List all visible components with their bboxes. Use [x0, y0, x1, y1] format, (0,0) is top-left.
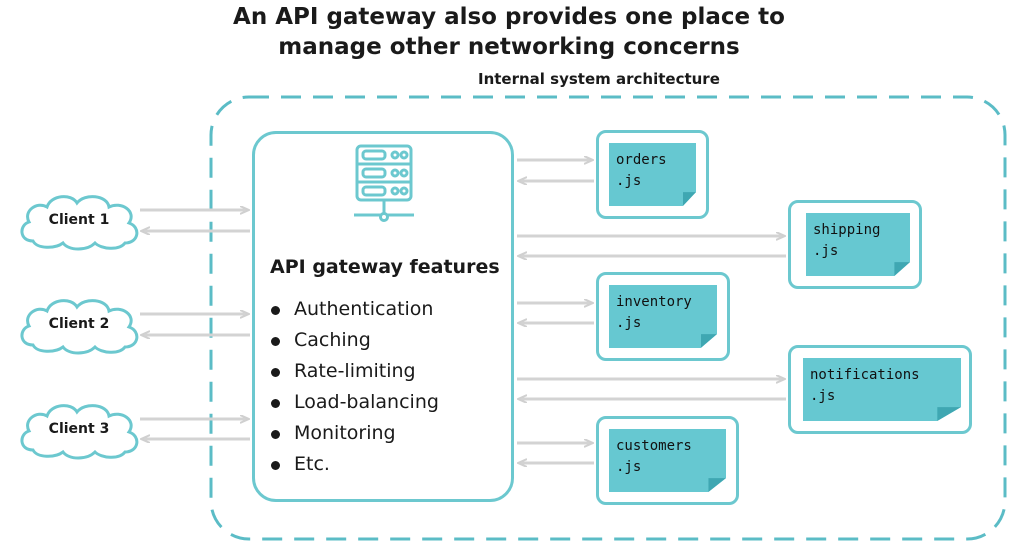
service-ext: .js — [616, 459, 642, 475]
gateway-title: API gateway features — [270, 256, 500, 278]
server-network-icon — [354, 144, 414, 222]
service-shipping: shipping .js — [788, 200, 922, 289]
service-ext: .js — [813, 243, 839, 259]
service-name: orders — [616, 152, 667, 168]
cloud-icon — [20, 195, 139, 251]
service-name: notifications — [810, 367, 920, 383]
service-name: shipping — [813, 222, 881, 238]
service-inventory-label: inventory .js — [616, 292, 692, 334]
feature-item: Monitoring — [270, 418, 439, 449]
feature-item: Caching — [270, 325, 439, 356]
service-ext: .js — [616, 315, 642, 331]
title-line-1: An API gateway also provides one place t… — [233, 4, 785, 30]
file-note-icon: shipping .js — [806, 213, 910, 276]
feature-item: Rate-limiting — [270, 356, 439, 387]
system-boundary — [209, 95, 1007, 541]
client-2-label: Client 2 — [48, 316, 110, 332]
client-1-cloud: Client 1 — [15, 189, 143, 251]
service-orders: orders .js — [596, 130, 709, 219]
title-line-2: manage other networking concerns — [278, 34, 740, 60]
file-note-icon: inventory .js — [609, 285, 717, 348]
service-shipping-label: shipping .js — [813, 220, 880, 262]
file-note-icon: customers .js — [609, 429, 726, 492]
cloud-icon — [20, 299, 139, 355]
file-note-icon: orders .js — [609, 143, 696, 206]
service-orders-label: orders .js — [616, 150, 667, 192]
diagram-title: An API gateway also provides one place t… — [0, 2, 1018, 62]
feature-item: Authentication — [270, 294, 439, 325]
gateway-features-list: Authentication Caching Rate-limiting Loa… — [270, 294, 439, 480]
service-customers-label: customers .js — [616, 436, 692, 478]
service-notifications-label: notifications .js — [810, 365, 920, 407]
client-3-cloud: Client 3 — [15, 398, 143, 460]
service-notifications: notifications .js — [788, 345, 972, 434]
client-3-label: Client 3 — [48, 421, 110, 437]
feature-item: Etc. — [270, 449, 439, 480]
client-2-cloud: Client 2 — [15, 293, 143, 355]
service-name: customers — [616, 438, 692, 454]
service-name: inventory — [616, 294, 692, 310]
service-customers: customers .js — [596, 416, 739, 505]
client-1-label: Client 1 — [48, 212, 110, 228]
cloud-icon — [20, 404, 139, 460]
service-inventory: inventory .js — [596, 272, 730, 361]
file-note-icon: notifications .js — [803, 358, 961, 421]
feature-item: Load-balancing — [270, 387, 439, 418]
service-ext: .js — [616, 173, 642, 189]
api-gateway-box — [252, 131, 514, 502]
service-ext: .js — [810, 388, 836, 404]
architecture-label: Internal system architecture — [478, 70, 720, 88]
